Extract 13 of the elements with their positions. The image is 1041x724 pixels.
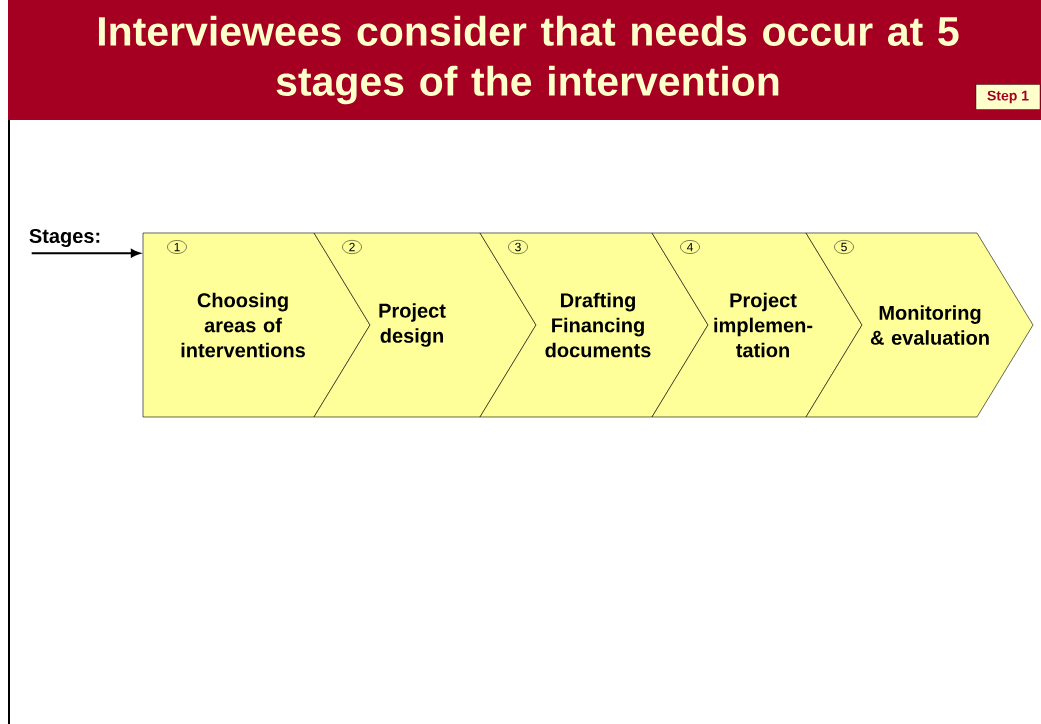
stage-name: Project design [379,303,446,347]
stage-name: Choosing areas of interventions [181,292,305,358]
step-number: 1 [167,240,187,254]
step-number: 5 [834,240,854,254]
step-badge: Step 1 [975,84,1041,110]
step-number: 4 [680,240,700,254]
arrow [30,249,141,258]
stage-name: Drafting Financing documents [545,292,651,358]
step-number: 3 [508,240,528,254]
stages-label: Stages: [29,228,100,248]
step-number: 2 [342,240,362,254]
stage-name: Monitoring & evaluation [870,305,989,345]
stage-name: Project implemen- tation [714,292,813,358]
